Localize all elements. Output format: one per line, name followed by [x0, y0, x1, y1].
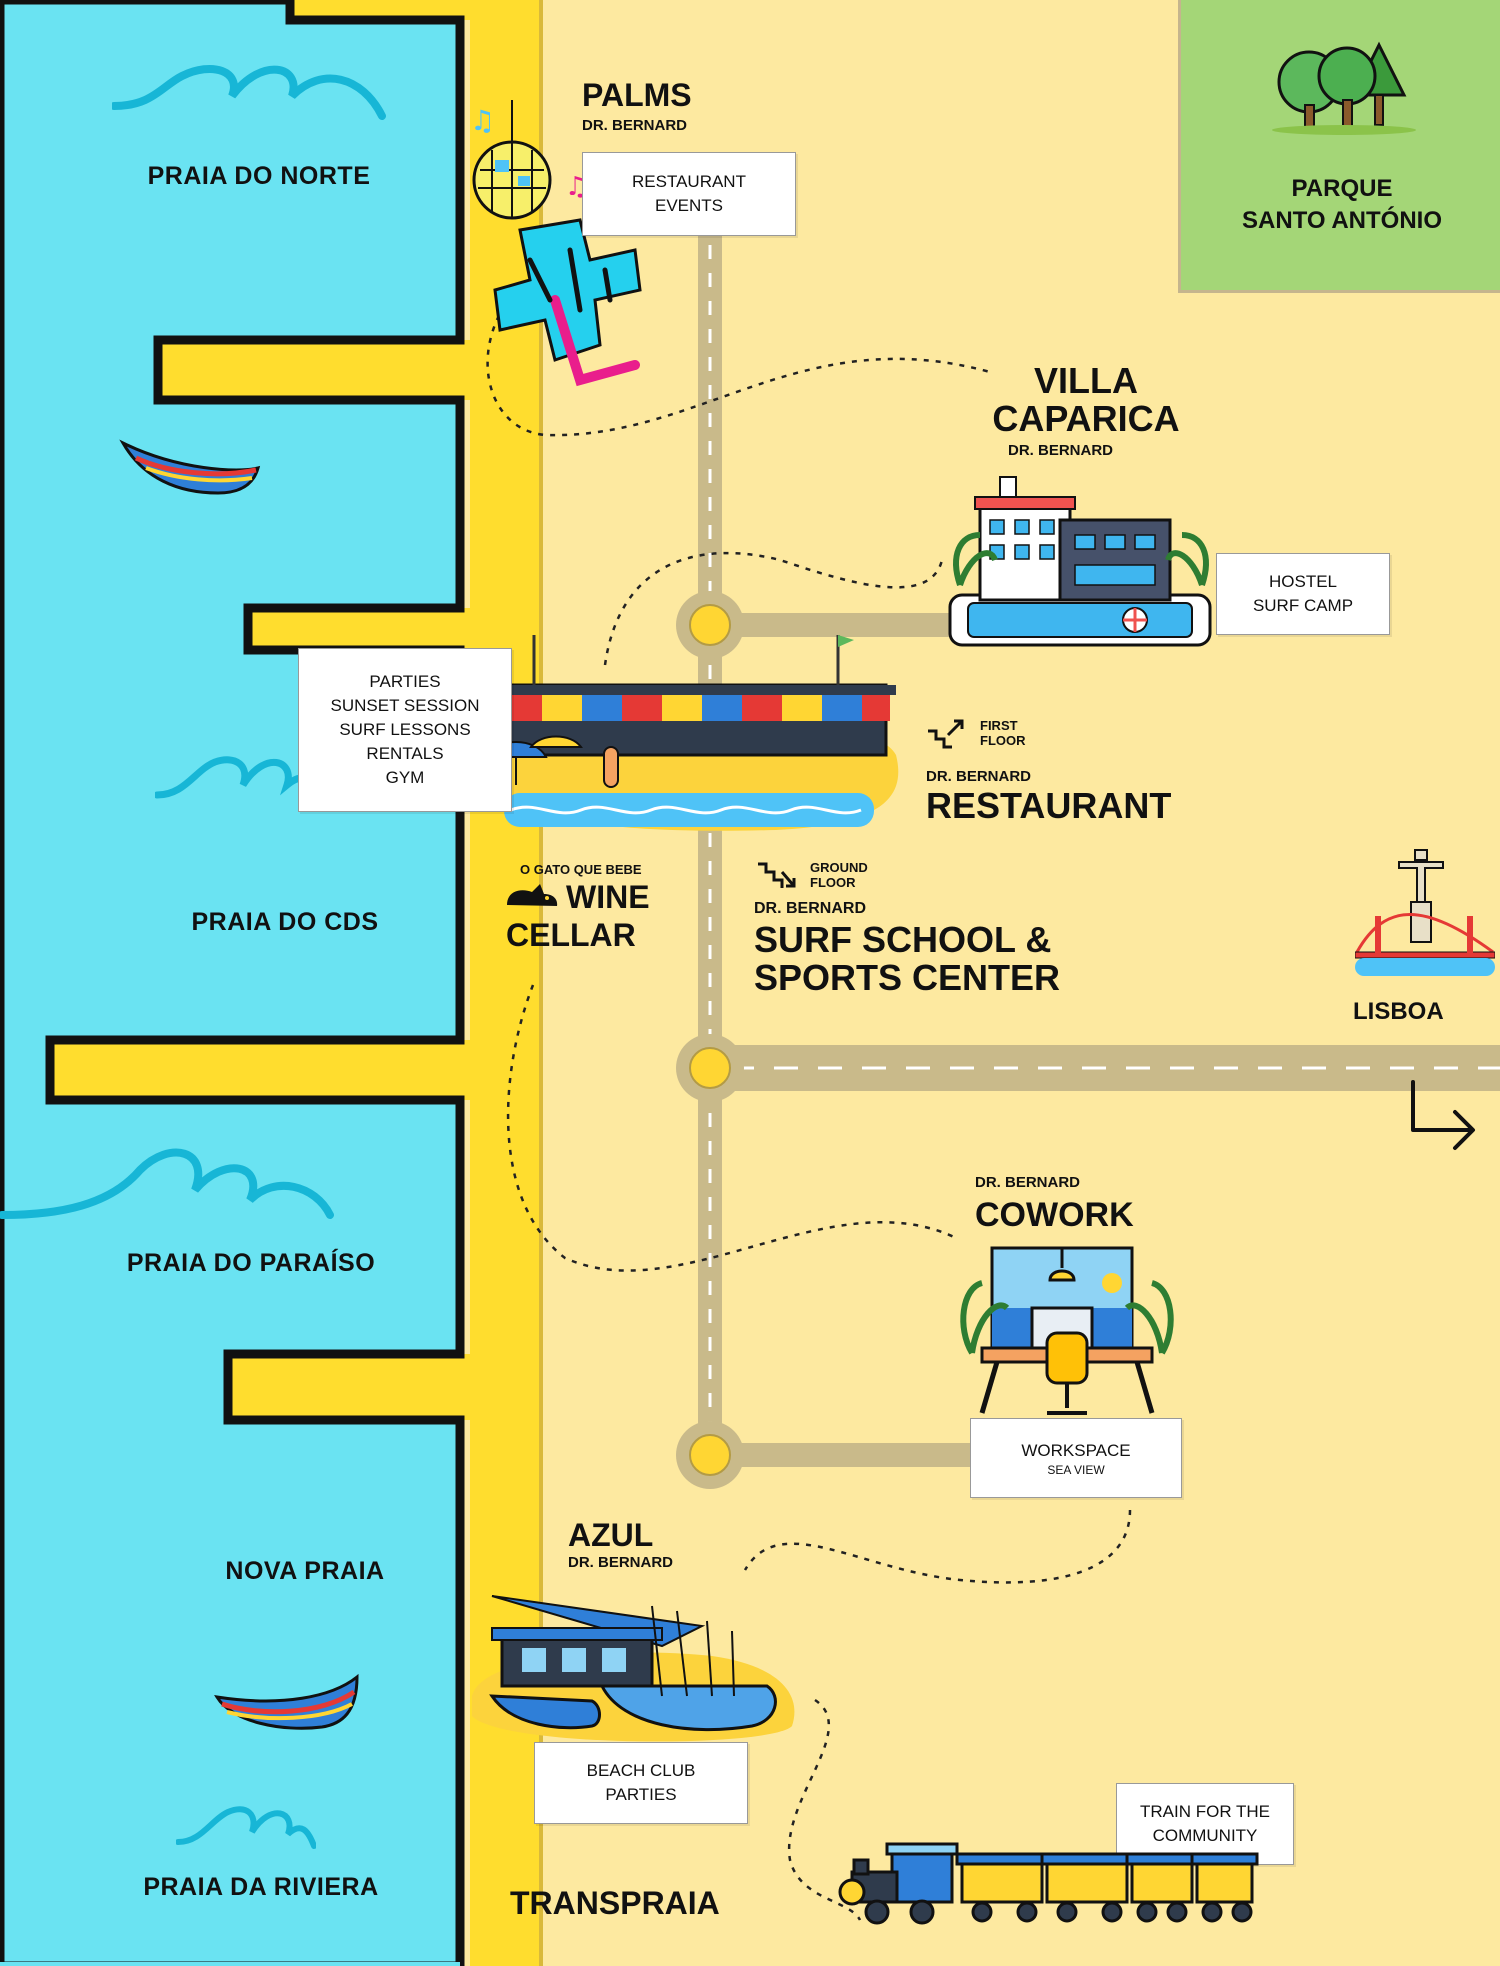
svg-text:♫: ♫ — [470, 104, 495, 137]
dotted-connectors — [486, 304, 1132, 1921]
palms-title: PALMS — [582, 77, 692, 113]
cowork-info-card: WORKSPACE SEA VIEW — [970, 1418, 1182, 1498]
villa-building-icon — [948, 476, 1212, 647]
road-junctions — [676, 591, 744, 1489]
beach-label-nova-praia: NOVA PRAIA — [225, 1557, 385, 1585]
restaurant-floor-label: FIRST FLOOR — [980, 718, 1026, 748]
wave-icon — [0, 1148, 334, 1219]
cat-icon — [507, 884, 558, 906]
beach-label-praia-da-riviera: PRAIA DA RIVIERA — [143, 1873, 379, 1901]
boat-icon — [214, 1673, 359, 1730]
lisboa-arrow-icon — [1411, 1080, 1475, 1150]
surf-brand: DR. BERNARD — [754, 900, 866, 917]
restaurant-brand: DR. BERNARD — [926, 768, 1031, 785]
park-area: PARQUE SANTO ANTÓNIO — [1178, 0, 1500, 293]
palms-brand: DR. BERNARD — [582, 117, 687, 134]
beach-label-praia-do-cds: PRAIA DO CDS — [191, 908, 379, 936]
train-info-card: TRAIN FOR THE COMMUNITY — [1116, 1783, 1294, 1865]
stairs-up-icon — [928, 719, 964, 749]
wave-icon — [176, 1806, 316, 1849]
wine-title: WINE CELLAR — [506, 879, 650, 953]
transpraia-title: TRANSPRAIA — [510, 1885, 720, 1921]
villa-brand: DR. BERNARD — [1008, 442, 1113, 459]
palms-info-card: RESTAURANT EVENTS — [582, 152, 796, 236]
surf-floor-label: GROUND FLOOR — [810, 860, 868, 890]
wine-brand: O GATO QUE BEBE — [520, 862, 642, 877]
villa-title: VILLA CAPARICA — [992, 360, 1180, 439]
azul-beach-club-icon — [472, 1595, 795, 1742]
park-label: PARQUE SANTO ANTÓNIO — [1241, 175, 1442, 234]
cowork-desk-icon — [960, 1246, 1174, 1415]
restaurant-title: RESTAURANT — [926, 785, 1172, 826]
beach-bar-info-card: PARTIES SUNSET SESSION SURF LESSONS RENT… — [298, 648, 512, 812]
azul-brand: DR. BERNARD — [568, 1554, 673, 1571]
azul-title: AZUL — [568, 1517, 654, 1553]
villa-info-card: HOSTEL SURF CAMP — [1216, 553, 1390, 635]
azul-info-card: BEACH CLUB PARTIES — [534, 1742, 748, 1824]
lisboa-label: LISBOA — [1353, 998, 1444, 1025]
stairs-down-icon — [758, 862, 796, 888]
wave-icon — [112, 64, 386, 120]
surf-title: SURF SCHOOL & SPORTS CENTER — [754, 919, 1061, 998]
palms-disco-icon: ♫ ♫ — [470, 100, 642, 387]
road-dashes — [708, 245, 1500, 1440]
cowork-brand: DR. BERNARD — [975, 1174, 1080, 1191]
lisbon-bridge-icon — [1355, 849, 1495, 976]
beach-label-praia-do-norte: PRAIA DO NORTE — [147, 162, 371, 190]
beach-bar-icon — [484, 635, 899, 831]
trees-icon — [1272, 41, 1416, 135]
train-icon — [838, 1842, 1259, 1925]
beach-label-praia-do-paraiso: PRAIA DO PARAÍSO — [126, 1249, 376, 1277]
boat-icon — [119, 439, 261, 495]
cowork-title: COWORK — [975, 1196, 1134, 1234]
